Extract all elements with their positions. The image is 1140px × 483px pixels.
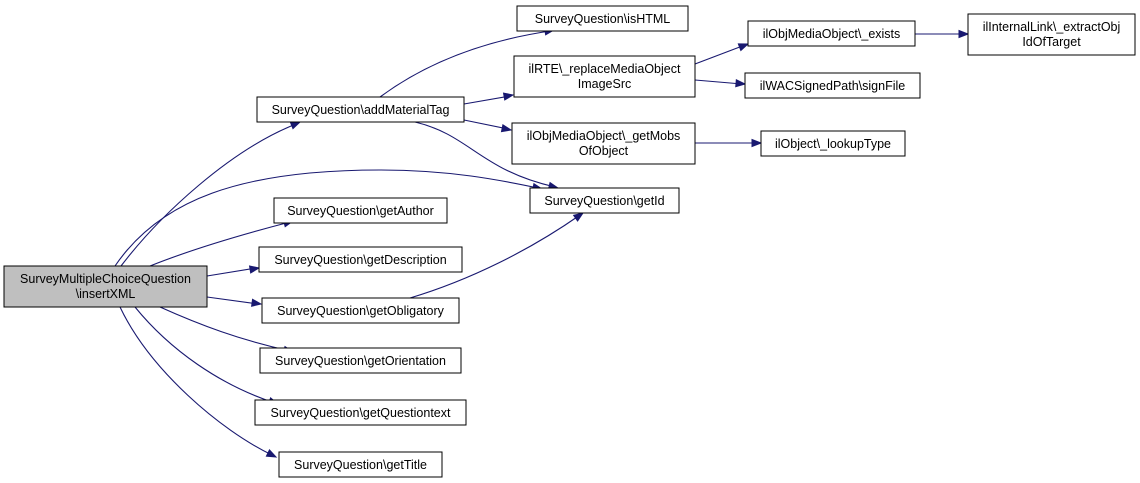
node-gettitle[interactable]: SurveyQuestion\getTitle <box>278 451 443 478</box>
edge-line <box>134 306 276 404</box>
node-root-insertxml[interactable]: SurveyMultipleChoiceQuestion \insertXML <box>3 265 208 308</box>
edge-replacemedia-exists <box>694 43 750 65</box>
edge-getobligatory-getid <box>409 212 585 299</box>
edge-line <box>119 306 273 456</box>
node-label: SurveyQuestion\getAuthor <box>287 204 434 218</box>
edge-line <box>206 267 257 277</box>
edge-line <box>694 44 746 65</box>
node-label-line: ilObjMediaObject\_getMobs <box>527 129 681 143</box>
edge-line <box>159 306 291 352</box>
edge-line <box>409 214 581 299</box>
edge-exists-extractobj <box>915 29 970 39</box>
node-signfile[interactable]: ilWACSignedPath\signFile <box>744 72 921 99</box>
arrowhead-icon <box>500 123 513 133</box>
node-lookuptype[interactable]: ilObject\_lookupType <box>760 130 906 157</box>
edge-addmaterialtag-getmobs <box>463 119 513 133</box>
node-label-line: IdOfTarget <box>1022 35 1081 49</box>
edge-line <box>463 95 511 105</box>
edge-line <box>114 169 539 267</box>
node-label: SurveyQuestion\isHTML <box>535 12 671 26</box>
edge-line <box>379 30 551 98</box>
node-label: SurveyQuestion\getQuestiontext <box>271 406 451 420</box>
node-label-line: ilRTE\_replaceMediaObject <box>529 62 681 76</box>
node-label: SurveyQuestion\addMaterialTag <box>272 103 450 117</box>
arrowhead-icon <box>502 92 515 101</box>
edge-replacemedia-signfile <box>694 78 747 88</box>
node-getid[interactable]: SurveyQuestion\getId <box>529 187 680 214</box>
edge-getmobs-lookuptype <box>695 138 763 148</box>
node-label: ilWACSignedPath\signFile <box>760 79 905 93</box>
arrowhead-icon <box>737 43 750 52</box>
arrowhead-icon <box>572 212 585 222</box>
edge-addmaterialtag-replacemedia <box>463 92 515 105</box>
node-label-line: \insertXML <box>76 287 136 301</box>
node-label-line: OfObject <box>579 144 629 158</box>
arrowhead-icon <box>251 298 263 307</box>
edge-root-getdescription <box>206 265 261 277</box>
edge-line <box>120 123 297 267</box>
edge-line <box>206 296 259 305</box>
node-addmaterialtag[interactable]: SurveyQuestion\addMaterialTag <box>256 96 465 123</box>
node-getauthor[interactable]: SurveyQuestion\getAuthor <box>273 197 448 224</box>
edge-root-gettitle <box>119 306 278 458</box>
arrowhead-icon <box>248 265 261 274</box>
arrowhead-icon <box>265 449 278 458</box>
node-label: SurveyQuestion\getDescription <box>274 253 446 267</box>
node-label: SurveyQuestion\getTitle <box>294 458 427 472</box>
arrowhead-icon <box>735 78 747 88</box>
node-replacemediaobjectimagesrc[interactable]: ilRTE\_replaceMediaObject ImageSrc <box>513 55 696 98</box>
node-label-line: ilInternalLink\_extractObj <box>983 20 1121 34</box>
edge-line <box>149 221 291 267</box>
node-getdescription[interactable]: SurveyQuestion\getDescription <box>258 246 463 273</box>
node-label: SurveyQuestion\getObligatory <box>277 304 445 318</box>
node-label: SurveyQuestion\getOrientation <box>275 354 446 368</box>
node-extractobjidoftarget[interactable]: ilInternalLink\_extractObj IdOfTarget <box>967 13 1136 56</box>
edge-line <box>463 119 509 130</box>
arrowhead-icon <box>751 138 763 148</box>
node-label: SurveyQuestion\getId <box>544 194 664 208</box>
node-getobligatory[interactable]: SurveyQuestion\getObligatory <box>261 297 460 324</box>
node-label-line: ImageSrc <box>578 77 632 91</box>
edge-root-getobligatory <box>206 296 263 307</box>
node-label-line: SurveyMultipleChoiceQuestion <box>20 272 191 286</box>
edge-root-getquestiontext <box>134 306 280 405</box>
node-label: ilObject\_lookupType <box>775 137 891 151</box>
arrowhead-icon <box>289 121 302 130</box>
node-getorientation[interactable]: SurveyQuestion\getOrientation <box>259 347 462 374</box>
edge-line <box>414 121 556 188</box>
arrowhead-icon <box>958 29 970 39</box>
node-getquestiontext[interactable]: SurveyQuestion\getQuestiontext <box>254 399 467 426</box>
node-label: ilObjMediaObject\_exists <box>763 27 901 41</box>
node-ishtml[interactable]: SurveyQuestion\isHTML <box>516 5 689 32</box>
node-getmobsofobject[interactable]: ilObjMediaObject\_getMobs OfObject <box>511 122 696 165</box>
node-exists[interactable]: ilObjMediaObject\_exists <box>747 20 916 47</box>
edge-line <box>694 79 743 85</box>
